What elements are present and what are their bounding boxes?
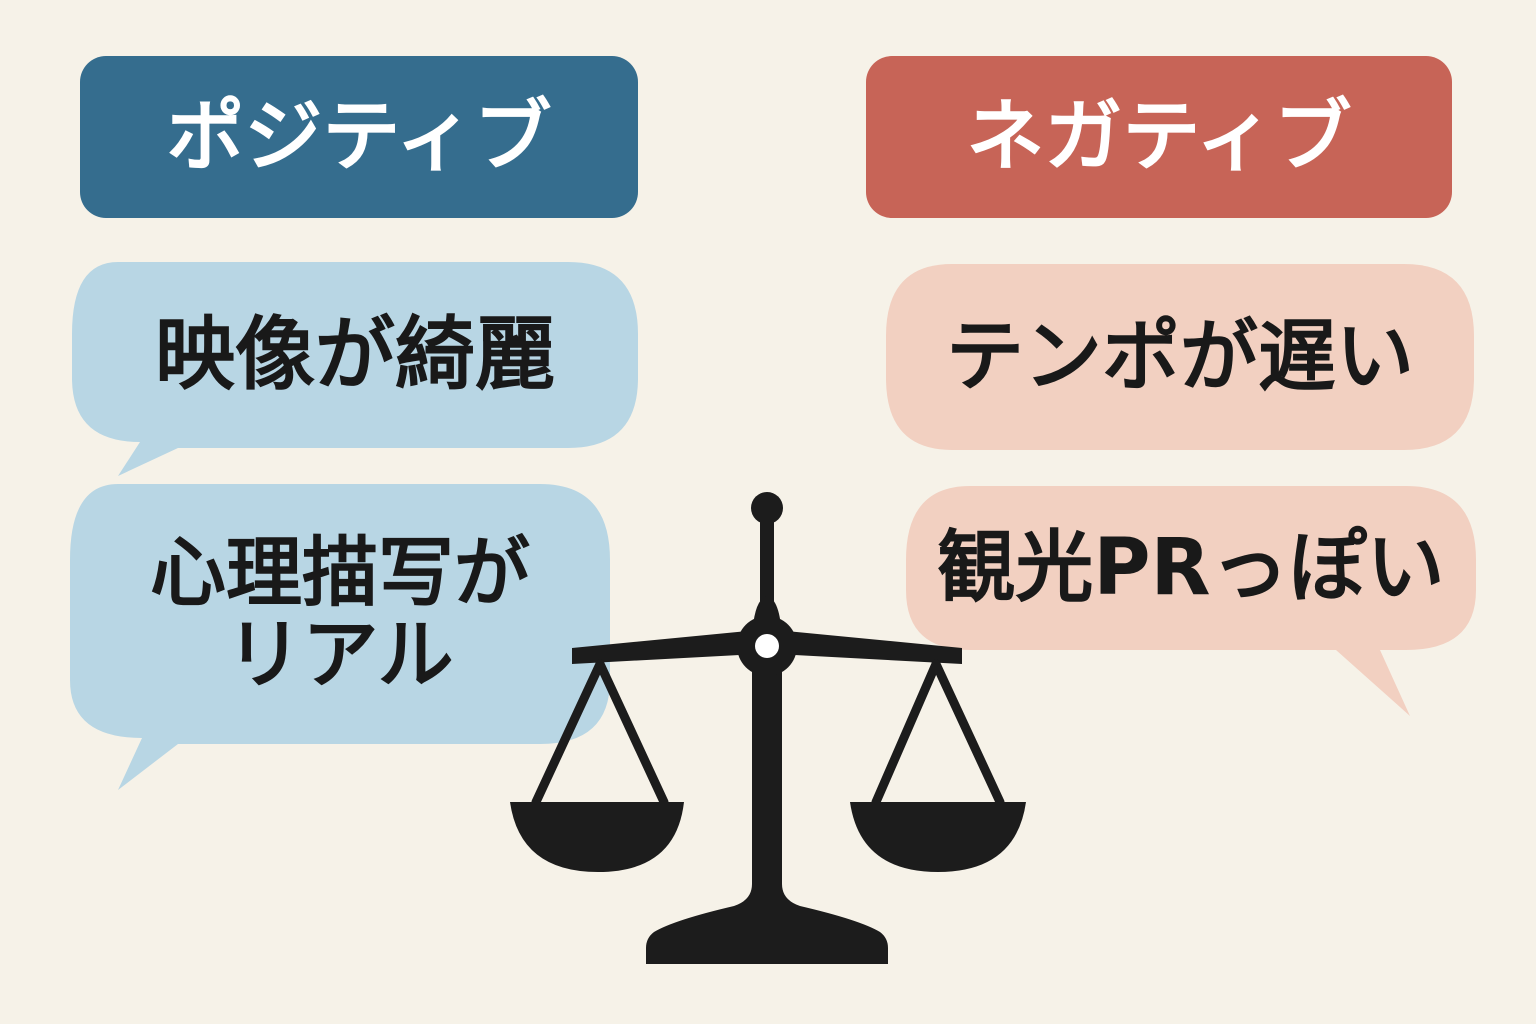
negative-header: ネガティブ bbox=[866, 56, 1452, 218]
positive-header-label: ポジティブ bbox=[166, 92, 552, 182]
negative-bubble-1 bbox=[886, 264, 1474, 450]
negative-header-label: ネガティブ bbox=[966, 92, 1352, 182]
negative-bubble-2 bbox=[906, 486, 1476, 716]
negative-item-1: テンポが遅い bbox=[945, 311, 1414, 402]
positive-bubble-2 bbox=[70, 484, 610, 790]
positive-item-2: 心理描写が リアル bbox=[150, 527, 530, 699]
negative-item-2: 観光PRっぽい bbox=[937, 522, 1445, 613]
positive-header: ポジティブ bbox=[80, 56, 638, 218]
positive-bubble-1 bbox=[72, 262, 638, 476]
positive-item-1: 映像が綺麗 bbox=[155, 307, 555, 401]
